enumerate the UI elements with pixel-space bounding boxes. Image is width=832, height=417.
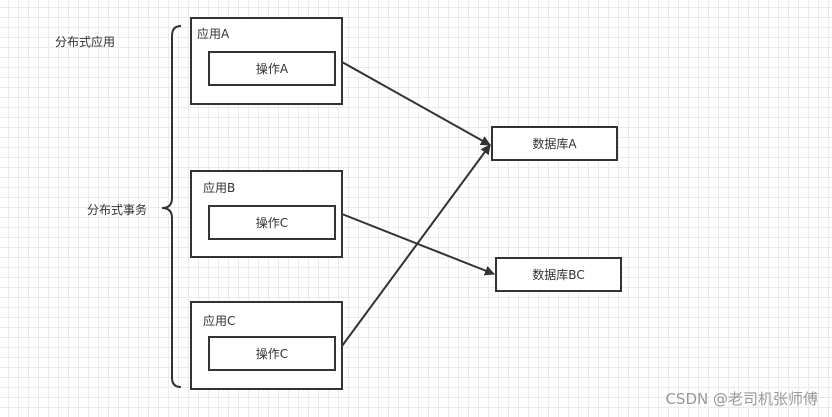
- app-a-title: 应用A: [197, 27, 230, 41]
- distributed-app-label: 分布式应用: [55, 35, 116, 49]
- arrow-opA-to-dbA: [341, 61, 491, 146]
- operation-label: 操作C: [255, 347, 289, 361]
- app-c-operation[interactable]: 操作C: [208, 336, 336, 371]
- database-bc[interactable]: 数据库BC: [495, 257, 622, 292]
- app-b-operation[interactable]: 操作C: [208, 205, 336, 240]
- watermark: CSDN @老司机张师傅: [665, 390, 818, 408]
- curly-brace: [161, 25, 182, 388]
- distributed-tx-label: 分布式事务: [87, 203, 148, 217]
- app-b-title: 应用B: [203, 181, 236, 195]
- app-b-box[interactable]: 应用B 操作C: [190, 170, 343, 258]
- database-label: 数据库BC: [532, 268, 585, 282]
- app-a-operation[interactable]: 操作A: [208, 51, 336, 86]
- app-a-box[interactable]: 应用A 操作A: [190, 17, 343, 105]
- app-c-box[interactable]: 应用C 操作C: [190, 301, 343, 390]
- operation-label: 操作C: [255, 216, 289, 230]
- app-c-title: 应用C: [203, 314, 236, 328]
- operation-label: 操作A: [255, 62, 289, 76]
- database-a[interactable]: 数据库A: [491, 126, 618, 161]
- arrow-opC-to-dbA: [341, 144, 491, 347]
- database-label: 数据库A: [532, 137, 577, 151]
